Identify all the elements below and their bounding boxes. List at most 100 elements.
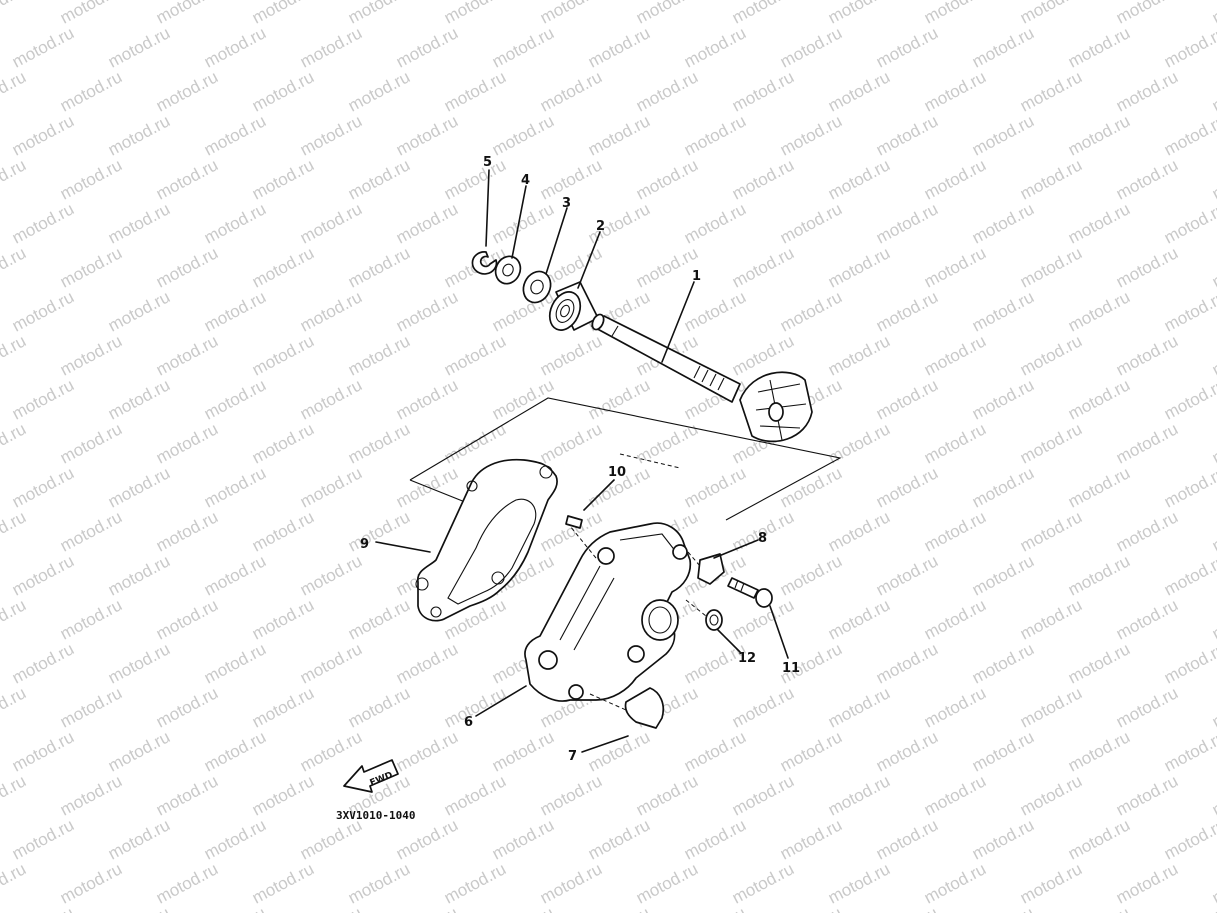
part-1-impeller-shaft[interactable] xyxy=(590,313,813,443)
watermark-text: motod.ru xyxy=(345,595,413,643)
callout-5: 5 xyxy=(483,155,492,170)
watermark-text: motod.ru xyxy=(0,859,29,907)
watermark-text: motod.ru xyxy=(969,903,1037,913)
watermark-text: motod.ru xyxy=(969,639,1037,687)
watermark-text: motod.ru xyxy=(585,375,653,423)
watermark-text: motod.ru xyxy=(201,111,269,159)
watermark-text: motod.ru xyxy=(873,903,941,913)
watermark-text: motod.ru xyxy=(969,815,1037,863)
watermark-text: motod.ru xyxy=(0,771,29,819)
part-9-gasket[interactable] xyxy=(415,458,558,622)
watermark-text: motod.ru xyxy=(729,859,797,907)
part-3-washer[interactable] xyxy=(518,267,555,307)
watermark-text: motod.ru xyxy=(1161,199,1217,247)
watermark-text: motod.ru xyxy=(873,199,941,247)
watermark-text: motod.ru xyxy=(1209,507,1217,555)
watermark-text: motod.ru xyxy=(153,859,221,907)
part-8-bracket[interactable] xyxy=(697,553,725,585)
watermark-text: motod.ru xyxy=(921,595,989,643)
watermark-text: motod.ru xyxy=(153,507,221,555)
watermark-text: motod.ru xyxy=(1209,595,1217,643)
watermark-text: motod.ru xyxy=(9,199,77,247)
part-11-bolt[interactable] xyxy=(727,577,773,608)
part-10-dowel-pin[interactable] xyxy=(565,515,583,529)
watermark-text: motod.ru xyxy=(969,727,1037,775)
watermark-text: motod.ru xyxy=(153,243,221,291)
watermark-text: motod.ru xyxy=(105,727,173,775)
watermark-text: motod.ru xyxy=(489,727,557,775)
watermark-text: motod.ru xyxy=(969,287,1037,335)
watermark-text: motod.ru xyxy=(585,903,653,913)
watermark-text: motod.ru xyxy=(0,419,29,467)
part-7-cover[interactable] xyxy=(624,687,665,729)
watermark-text: motod.ru xyxy=(969,375,1037,423)
watermark-text: motod.ru xyxy=(153,595,221,643)
leader-lines xyxy=(375,169,789,753)
callout-9: 9 xyxy=(360,537,369,552)
watermark-text: motod.ru xyxy=(969,463,1037,511)
watermark-text: motod.ru xyxy=(105,815,173,863)
watermark-text: motod.ru xyxy=(441,155,509,203)
part-4-washer[interactable] xyxy=(491,252,525,288)
watermark-text: motod.ru xyxy=(777,23,845,71)
watermark-text: motod.ru xyxy=(9,287,77,335)
watermark-text: motod.ru xyxy=(489,815,557,863)
watermark-text: motod.ru xyxy=(1209,243,1217,291)
watermark-text: motod.ru xyxy=(1017,155,1085,203)
watermark-text: motod.ru xyxy=(393,639,461,687)
watermark-text: motod.ru xyxy=(681,903,749,913)
watermark-text: motod.ru xyxy=(9,639,77,687)
watermark-text: motod.ru xyxy=(1017,419,1085,467)
watermark-text: motod.ru xyxy=(249,155,317,203)
watermark-text: motod.ru xyxy=(57,683,125,731)
watermark-text: motod.ru xyxy=(777,463,845,511)
watermark-text: motod.ru xyxy=(345,507,413,555)
watermark-text: motod.ru xyxy=(873,375,941,423)
watermark-text: motod.ru xyxy=(729,683,797,731)
watermark-text: motod.ru xyxy=(1161,111,1217,159)
watermark-text: motod.ru xyxy=(393,199,461,247)
watermark-text: motod.ru xyxy=(345,155,413,203)
watermark-text: motod.ru xyxy=(873,111,941,159)
watermark-text: motod.ru xyxy=(249,595,317,643)
watermark-text: motod.ru xyxy=(57,507,125,555)
watermark-text: motod.ru xyxy=(297,639,365,687)
watermark-text: motod.ru xyxy=(825,683,893,731)
watermark-text: motod.ru xyxy=(585,815,653,863)
watermark-text: motod.ru xyxy=(489,375,557,423)
watermark-text: motod.ru xyxy=(729,771,797,819)
part-12-o-ring[interactable] xyxy=(705,609,723,631)
watermark-text: motod.ru xyxy=(489,903,557,913)
watermark-text: motod.ru xyxy=(201,23,269,71)
watermark-text: motod.ru xyxy=(393,903,461,913)
watermark-text: motod.ru xyxy=(777,199,845,247)
watermark-text: motod.ru xyxy=(585,727,653,775)
watermark-text: motod.ru xyxy=(9,727,77,775)
watermark-text: motod.ru xyxy=(393,815,461,863)
watermark-text: motod.ru xyxy=(105,199,173,247)
watermark-text: motod.ru xyxy=(633,67,701,115)
callout-7: 7 xyxy=(568,749,577,764)
watermark-text: motod.ru xyxy=(489,23,557,71)
part-6-pump-housing[interactable] xyxy=(524,522,692,702)
watermark-text: motod.ru xyxy=(921,155,989,203)
watermark-text: motod.ru xyxy=(1113,859,1181,907)
watermark-text: motod.ru xyxy=(1065,551,1133,599)
callout-10: 10 xyxy=(608,465,626,480)
watermark-text: motod.ru xyxy=(1161,463,1217,511)
watermark-text: motod.ru xyxy=(9,815,77,863)
callout-12: 12 xyxy=(738,651,756,666)
watermark-text: motod.ru xyxy=(585,111,653,159)
watermark-text: motod.ru xyxy=(729,67,797,115)
watermark-text: motod.ru xyxy=(537,419,605,467)
watermark-text: motod.ru xyxy=(1161,639,1217,687)
watermark-text: motod.ru xyxy=(201,287,269,335)
watermark-text: motod.ru xyxy=(633,771,701,819)
watermark-text: motod.ru xyxy=(633,155,701,203)
watermark-text: motod.ru xyxy=(921,331,989,379)
assembly-lines xyxy=(569,525,707,711)
watermark-text: motod.ru xyxy=(825,155,893,203)
watermark-text: motod.ru xyxy=(585,23,653,71)
watermark-text: motod.ru xyxy=(249,331,317,379)
